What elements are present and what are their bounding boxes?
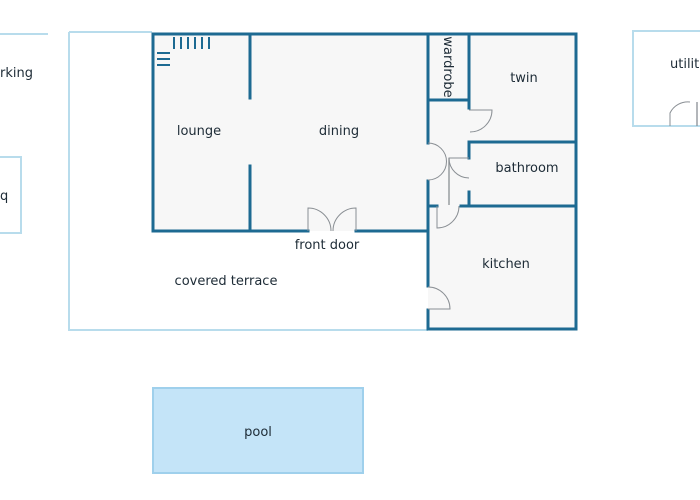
twin-label: twin bbox=[510, 71, 538, 86]
bathroom-label: bathroom bbox=[495, 161, 558, 176]
parking-label: rking bbox=[0, 66, 33, 81]
utility-door-icon bbox=[669, 101, 698, 126]
east-wing-floor bbox=[428, 34, 576, 329]
kitchen-door-icon bbox=[436, 205, 460, 229]
kitchen-label: kitchen bbox=[482, 257, 530, 272]
covered-terrace-outline bbox=[68, 31, 428, 331]
dining-label: dining bbox=[319, 124, 359, 139]
utility-label: utilit bbox=[670, 57, 699, 72]
terrace-kitchen-door-icon bbox=[427, 286, 451, 310]
covered-terrace-label: covered terrace bbox=[175, 274, 278, 289]
wardrobe-label: wardrobe bbox=[440, 36, 455, 97]
bbq-label: q bbox=[0, 189, 8, 204]
walls bbox=[151, 32, 578, 331]
utility-outline bbox=[632, 30, 700, 127]
twin-door-icon bbox=[469, 109, 493, 133]
lounge-dining-floor bbox=[153, 34, 428, 231]
bathroom-door-icon bbox=[448, 157, 470, 205]
pool-area bbox=[152, 387, 364, 474]
front-door-icon bbox=[307, 207, 357, 232]
pool-label: pool bbox=[244, 425, 272, 440]
dining-door-icon bbox=[427, 142, 447, 181]
lounge-label: lounge bbox=[177, 124, 221, 139]
stairs-icon bbox=[157, 37, 210, 66]
front-door-label: front door bbox=[295, 238, 360, 253]
bbq-outline bbox=[0, 156, 22, 234]
